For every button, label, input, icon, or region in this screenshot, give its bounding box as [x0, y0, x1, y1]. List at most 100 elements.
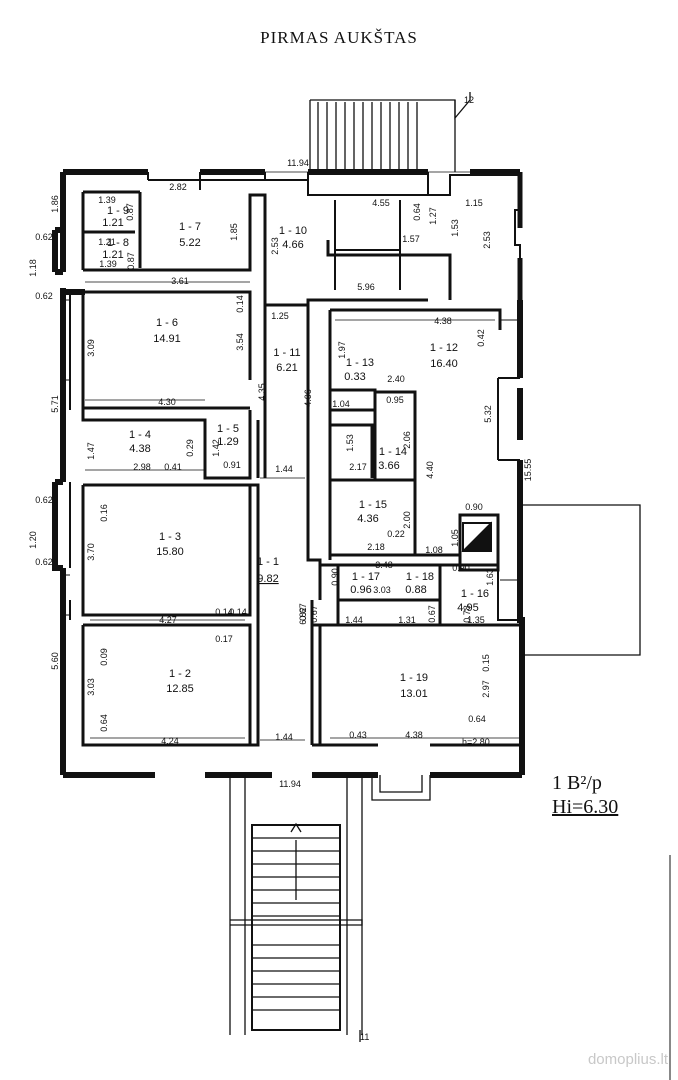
dimension-label: 0.62	[35, 557, 53, 567]
room-id: 1 - 14	[379, 446, 407, 458]
dimension-label: 1.20	[28, 531, 38, 549]
watermark: domoplius.lt	[587, 1051, 668, 1068]
room-area: 9.82	[257, 573, 278, 585]
ceiling-height-label: h=2.80	[462, 737, 490, 747]
dimension-label: 3.09	[86, 339, 96, 357]
dimension-label: 2.18	[367, 542, 385, 552]
axis-mark-bottom: 11	[360, 1032, 369, 1042]
room-area: 13.01	[400, 688, 428, 700]
dimension-label: 2.06	[402, 431, 412, 449]
dimension-label: 11.94	[279, 779, 301, 789]
room-area: 14.91	[153, 333, 181, 345]
room-area: 0.33	[344, 371, 365, 383]
dimension-label: 1.31	[398, 615, 416, 625]
dimension-label: 0.62	[35, 232, 53, 242]
dimension-label: 2.53	[482, 231, 492, 249]
dimension-label: 0.67	[309, 605, 319, 623]
dimension-label: 4.38	[405, 730, 423, 740]
room-id: 1 - 4	[129, 429, 151, 441]
dimension-label: 1.27	[428, 207, 438, 225]
dimension-label: 0.17	[215, 634, 233, 644]
dimension-label: 0.14	[229, 607, 247, 617]
dimension-label: 3.70	[86, 543, 96, 561]
axis-mark-top: 12	[464, 95, 474, 105]
dimension-label: 0.87	[126, 252, 136, 270]
dimension-label: 1.63	[485, 568, 495, 586]
dimension-label: 1.39	[99, 259, 117, 269]
room-area: 5.22	[179, 237, 200, 249]
dimension-label: 4.27	[159, 615, 177, 625]
room-id: 1 - 18	[406, 571, 434, 583]
room-id: 1 - 7	[179, 221, 201, 233]
dimension-label: 6.82	[298, 607, 308, 625]
dimension-label: 0.15	[481, 654, 491, 672]
dimension-label: 1.42	[211, 439, 221, 457]
dimension-label: 1.86	[50, 195, 60, 213]
dimension-label: 1.39	[98, 195, 116, 205]
dimension-label: 0.78	[462, 605, 472, 623]
room-id: 1 - 10	[279, 225, 307, 237]
dimension-label: 1.53	[345, 434, 355, 452]
legend-line-2: Hi=6.30	[552, 796, 619, 818]
dimension-label: 2.40	[387, 374, 405, 384]
room-id: 1 - 2	[169, 668, 191, 680]
dimension-label: 1.44	[275, 732, 293, 742]
dimension-label: 1.44	[275, 464, 293, 474]
dimension-label: 0.64	[412, 203, 422, 221]
room-id: 1 - 3	[159, 531, 181, 543]
room-area: 4.66	[282, 239, 303, 251]
dimension-label: 3.03	[86, 678, 96, 696]
dimension-label: 0.62	[35, 291, 53, 301]
dimension-label: 0.43	[349, 730, 367, 740]
room-area: 12.85	[166, 683, 194, 695]
dimension-label: 3.54	[235, 333, 245, 351]
dimension-label: 1.05	[450, 529, 460, 547]
room-area: 1.29	[217, 436, 238, 448]
dimension-label: 0.67	[298, 603, 308, 621]
dimension-label: 0.41	[164, 462, 182, 472]
room-area: 16.40	[430, 358, 458, 370]
dimension-label: 0.29	[185, 439, 195, 457]
dimension-label: 2.17	[349, 462, 367, 472]
room-area: 4.95	[457, 602, 478, 614]
room-area: 0.88	[405, 584, 426, 596]
room-id: 1 - 11	[273, 347, 300, 359]
dimension-label: 0.42	[476, 329, 486, 347]
dimension-label: 4.35	[257, 383, 267, 401]
dimension-label: 5.32	[483, 405, 493, 423]
room-area: 1.21	[102, 249, 123, 261]
dimension-label: 4.24	[161, 736, 179, 746]
dimension-label: 0.87	[125, 203, 135, 221]
room-area: 4.36	[357, 513, 378, 525]
dimension-label: 1.21	[98, 237, 116, 247]
dimension-label: 0.90	[452, 563, 470, 573]
room-area: 15.80	[156, 546, 184, 558]
room-area: 3.66	[378, 460, 399, 472]
dimension-label: 0.90	[330, 568, 340, 586]
dimension-label: 4.30	[158, 397, 176, 407]
dimension-label: 0.14	[215, 607, 233, 617]
legend-line-1: 1 B²/p	[552, 772, 602, 794]
dimension-label: 1.53	[450, 219, 460, 237]
dimension-label: 2.53	[270, 237, 280, 255]
dimension-label: 1.25	[271, 311, 289, 321]
dimension-label: 0.64	[99, 714, 109, 732]
dimension-label: 5.96	[357, 282, 375, 292]
room-id: 1 - 19	[400, 672, 428, 684]
dimension-label: 1.47	[86, 442, 96, 460]
room-id: 1 - 15	[359, 499, 387, 511]
room-id: 1 - 12	[430, 342, 458, 354]
room-id: 1 - 16	[461, 588, 489, 600]
dimension-label: 2.82	[169, 182, 187, 192]
dimension-label: 0.14	[235, 295, 245, 313]
dimension-label: 0.62	[35, 495, 53, 505]
room-id: 1 - 17	[352, 571, 380, 583]
dimension-label: 5.71	[50, 395, 60, 413]
dimension-label: 2.97	[481, 680, 491, 698]
dimension-label: 1.18	[28, 259, 38, 277]
room-area: 0.96	[350, 584, 371, 596]
dimension-label: 1.97	[337, 341, 347, 359]
dimension-label: 5.60	[50, 652, 60, 670]
dimension-label: 3.03	[373, 585, 391, 595]
